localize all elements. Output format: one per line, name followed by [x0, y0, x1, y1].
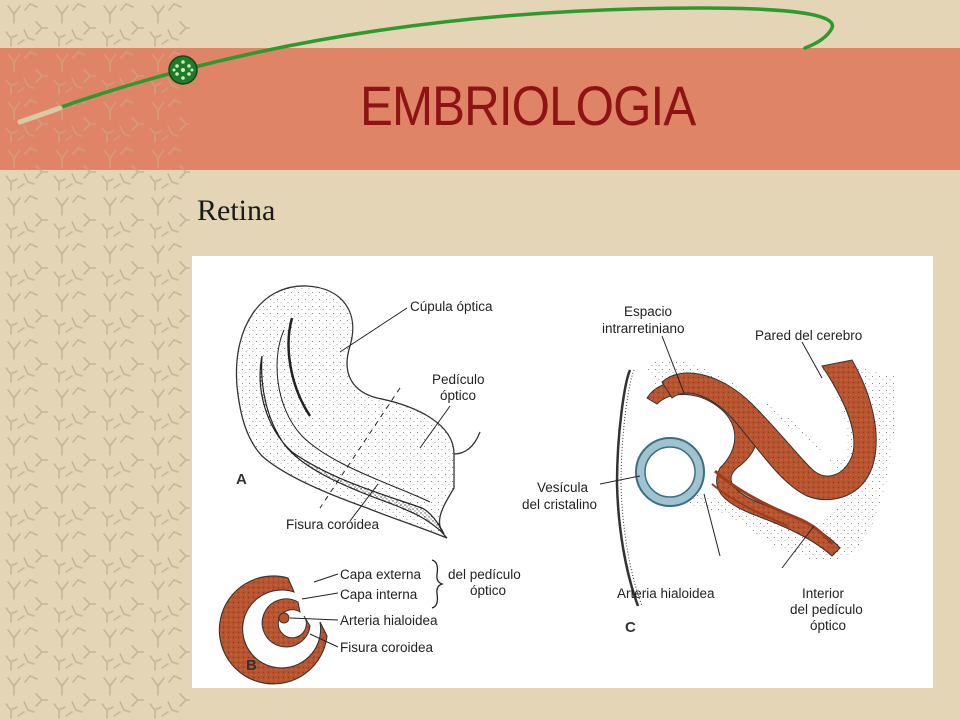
label-fisura-coroidea-a: Fisura coroidea: [286, 517, 380, 532]
green-dotted-ball-icon: [168, 55, 198, 85]
panel-a-optic-cup: [235, 285, 481, 539]
panel-c-sagittal-section: [615, 359, 896, 607]
label-cupula-optica: Cúpula óptica: [410, 299, 493, 314]
label-capa-interna: Capa interna: [340, 587, 418, 602]
banner-pattern: [0, 48, 190, 170]
label-pared-del-cerebro: Pared del cerebro: [755, 328, 862, 343]
label-intrarretiniano: intrarretiniano: [602, 321, 685, 336]
embryology-figure: Cúpula óptica Pedículo óptico A Fisura c…: [192, 256, 933, 688]
label-vesicula: Vesícula: [537, 480, 589, 495]
slide-title: EMBRIOLOGIA: [360, 74, 696, 137]
panel-b-letter: B: [246, 657, 257, 674]
label-pediculo-optico-1: Pedículo: [432, 372, 485, 387]
panel-c-letter: C: [625, 619, 636, 636]
label-interior: Interior: [802, 586, 845, 601]
label-fisura-coroidea-b: Fisura coroidea: [340, 640, 434, 655]
label-del-pediculo: del pedículo: [448, 567, 521, 582]
label-arteria-hialoidea-c: Arteria hialoidea: [617, 586, 715, 601]
label-del-pediculo-c: del pedículo: [790, 602, 863, 617]
label-capa-externa: Capa externa: [340, 567, 422, 582]
panel-b-cross-section: [218, 575, 328, 685]
label-arteria-hialoidea-b: Arteria hialoidea: [340, 613, 438, 628]
panel-a-letter: A: [236, 471, 247, 488]
label-optico-c: óptico: [810, 618, 846, 633]
decorative-swoosh: [17, 6, 835, 125]
slide-subtitle: Retina: [197, 194, 276, 227]
label-espacio: Espacio: [624, 304, 672, 319]
retina-diagram: Cúpula óptica Pedículo óptico A Fisura c…: [218, 285, 896, 685]
label-del-pediculo-optico: óptico: [470, 583, 506, 598]
label-del-cristalino: del cristalino: [522, 497, 597, 512]
label-pediculo-optico-2: óptico: [440, 388, 476, 403]
